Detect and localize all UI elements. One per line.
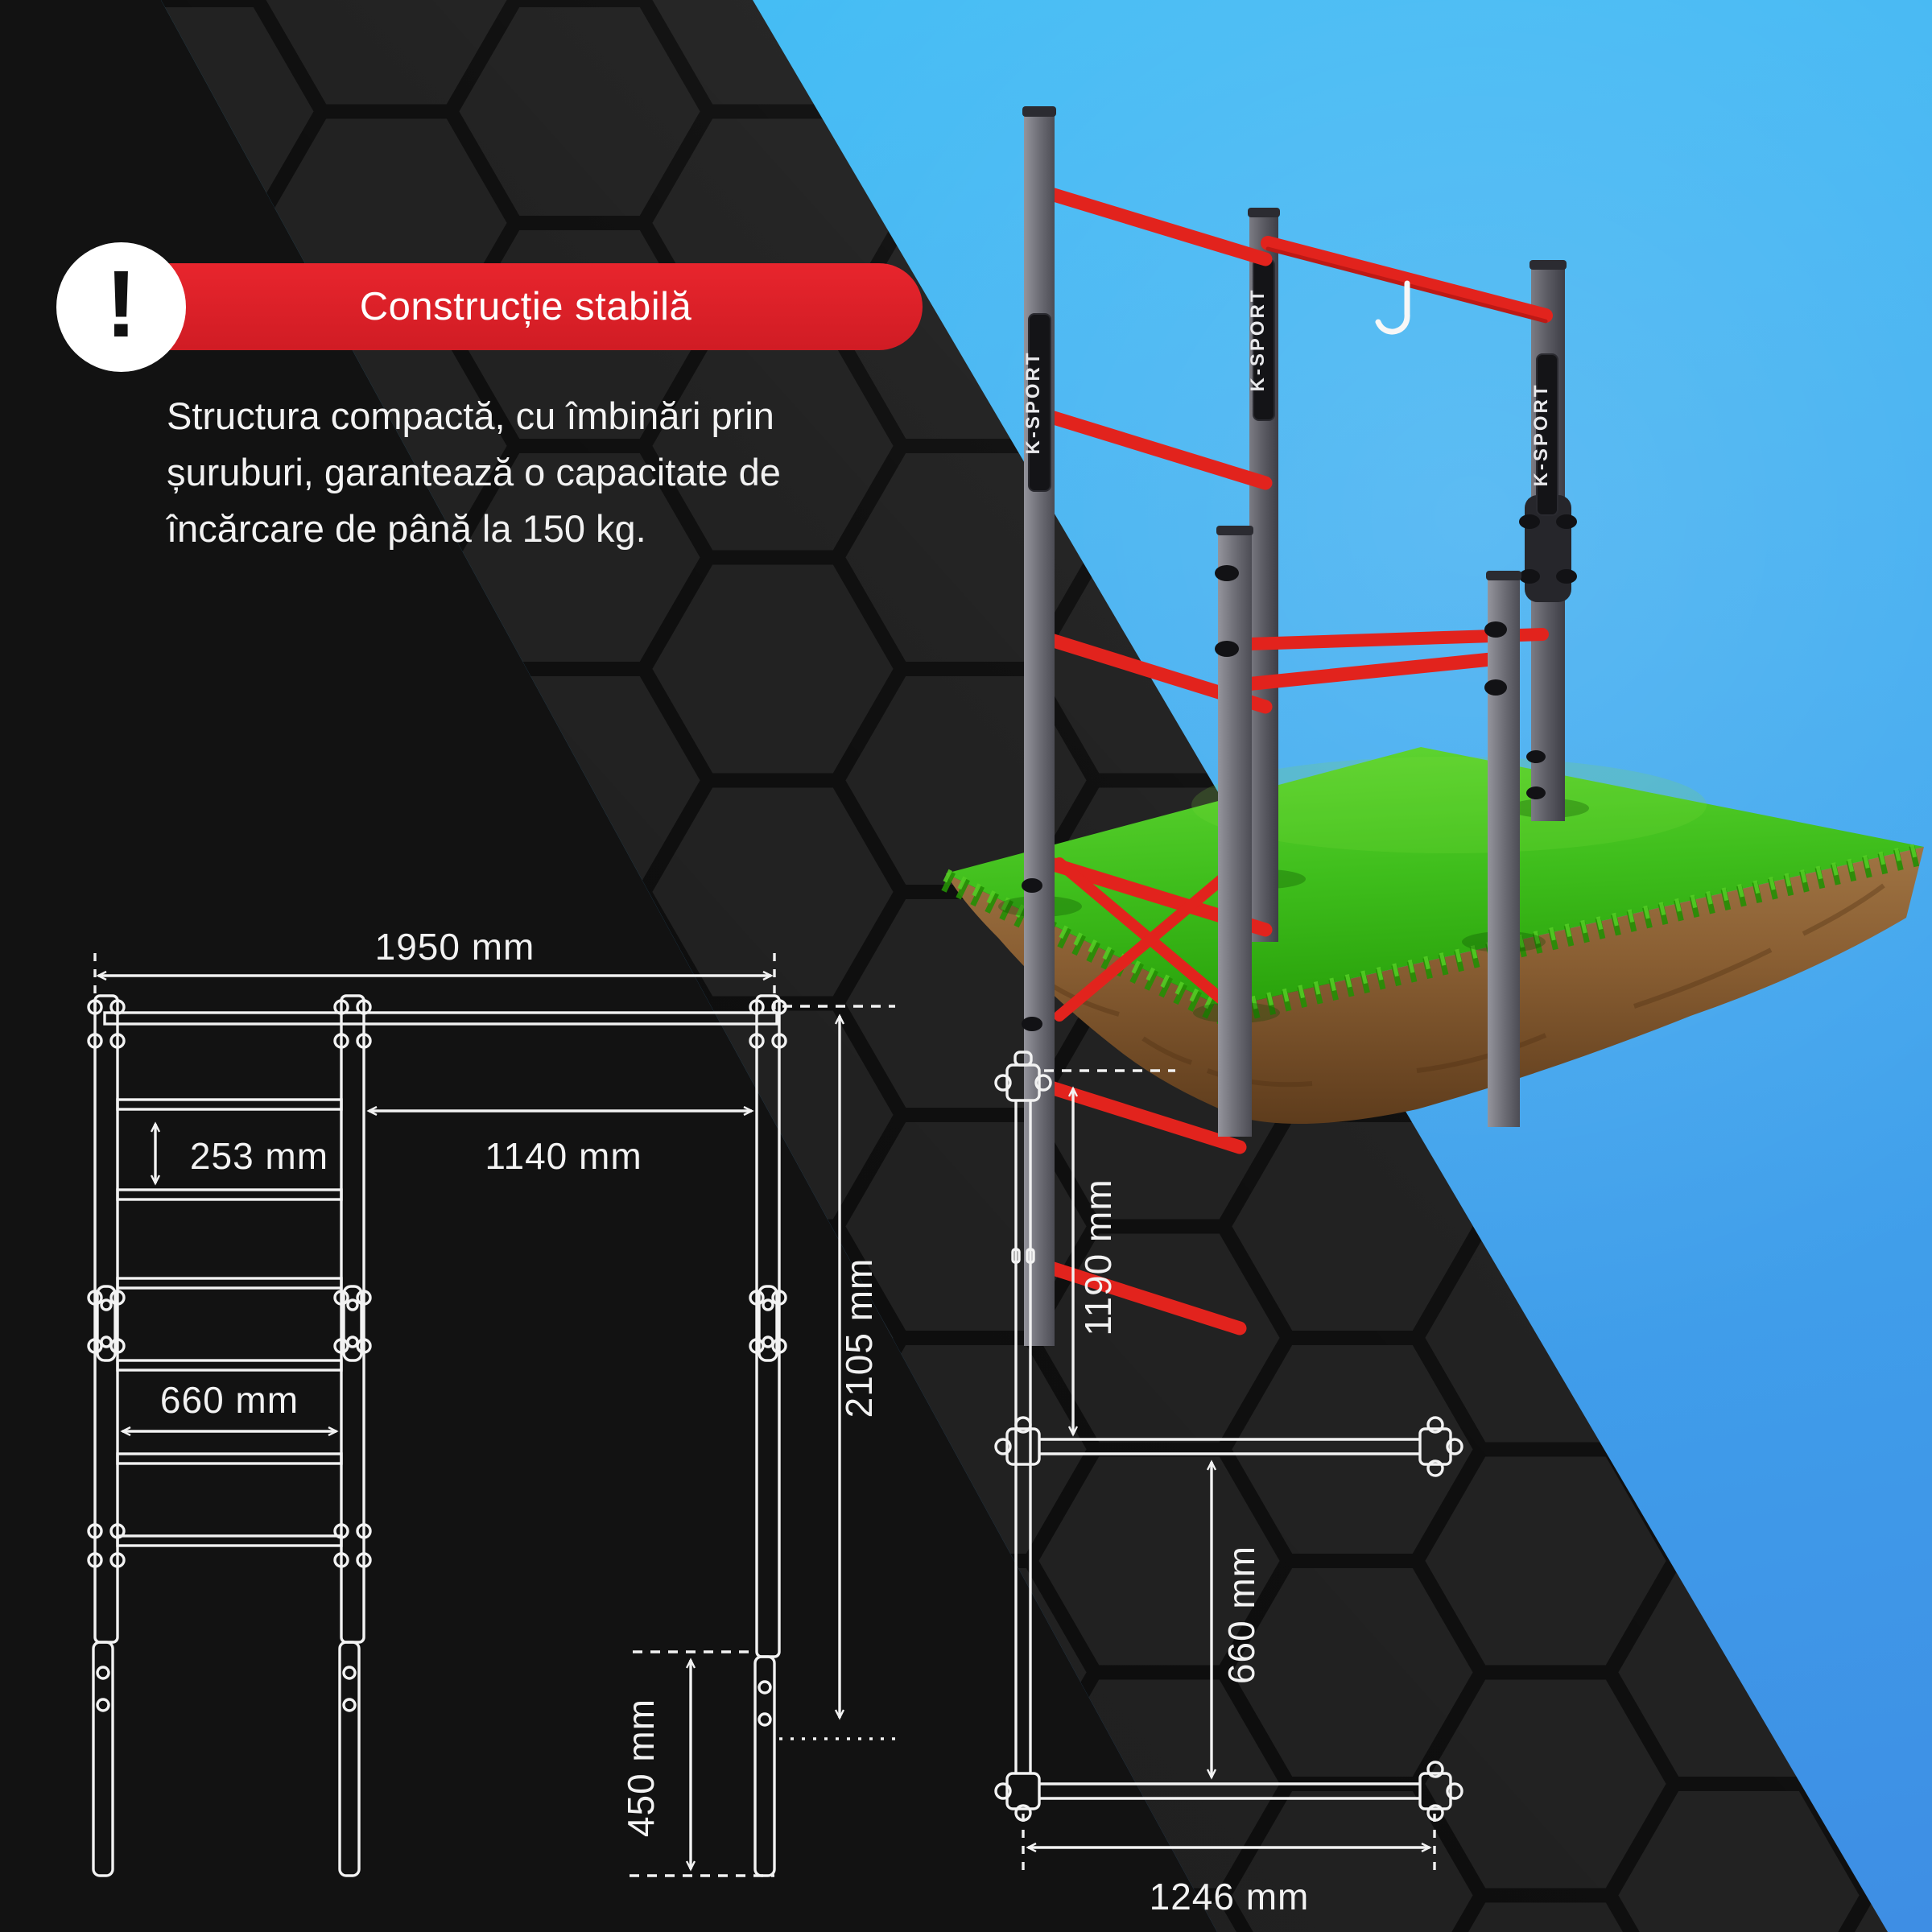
dim-frame-depth-label: 1190 mm bbox=[1077, 1179, 1119, 1335]
plain-black-band bbox=[0, 0, 1217, 1932]
hook-icon bbox=[1375, 280, 1410, 335]
island-grass-top bbox=[946, 747, 1924, 1008]
brand-plate-right: K-SPORT bbox=[1530, 353, 1558, 516]
exclamation-badge: ! bbox=[56, 242, 186, 372]
dim-frame-width-label: 1246 mm bbox=[1150, 1876, 1310, 1918]
brand-plate-front: K-SPORT bbox=[1022, 313, 1051, 492]
plan-posts bbox=[994, 1051, 1463, 1822]
dim-rung-spacing-label: 253 mm bbox=[190, 1135, 328, 1177]
dip-bar-front bbox=[1223, 651, 1506, 693]
dip-post-right bbox=[1484, 571, 1521, 1127]
dim-anchor-depth-label: 450 mm bbox=[620, 1699, 662, 1837]
feature-banner-title: Construcție stabilă bbox=[359, 285, 692, 328]
description-line-3: încărcare de până la 150 kg. bbox=[167, 507, 646, 550]
bolt-ears bbox=[87, 999, 787, 1568]
brand-label: K-SPORT bbox=[1247, 288, 1269, 392]
dim-bar-spacing-label: 660 mm bbox=[1220, 1546, 1262, 1684]
dim-total-width-label: 1950 mm bbox=[375, 926, 535, 968]
description-line-1: Structura compactă, cu îmbinări prin bbox=[167, 394, 774, 437]
front-view-drawing bbox=[87, 953, 903, 1877]
diagonal-braces bbox=[1054, 857, 1247, 1022]
description-block: Structura compactă, cu îmbinări prin șur… bbox=[167, 388, 1012, 557]
joint-plates bbox=[96, 1285, 778, 1362]
brand-label: K-SPORT bbox=[1022, 351, 1044, 455]
brand-label: K-SPORT bbox=[1530, 383, 1552, 487]
dim-inner-width-label: 1140 mm bbox=[485, 1135, 642, 1177]
pullup-bar bbox=[1261, 236, 1553, 323]
description-line-2: șuruburi, garantează o capacitate de bbox=[167, 451, 781, 493]
dimension-labels: 1950 mm 1140 mm 253 mm 660 mm 2105 mm 45… bbox=[160, 926, 1310, 1918]
grass-highlight bbox=[1191, 757, 1707, 853]
exclamation-icon: ! bbox=[105, 250, 138, 357]
post-shadows bbox=[998, 799, 1589, 1023]
anchor-feet bbox=[92, 1641, 776, 1877]
feature-banner: Construcție stabilă bbox=[129, 263, 923, 350]
front-dimension-lines bbox=[93, 953, 903, 1877]
dip-post-left bbox=[1215, 526, 1253, 1137]
dim-ladder-width-label: 660 mm bbox=[160, 1379, 299, 1421]
top-view-drawing bbox=[994, 1051, 1463, 1877]
bracket-bolts bbox=[1519, 514, 1577, 799]
dim-total-height-label: 2105 mm bbox=[838, 1258, 880, 1418]
plan-dimension-lines bbox=[1022, 1069, 1436, 1877]
